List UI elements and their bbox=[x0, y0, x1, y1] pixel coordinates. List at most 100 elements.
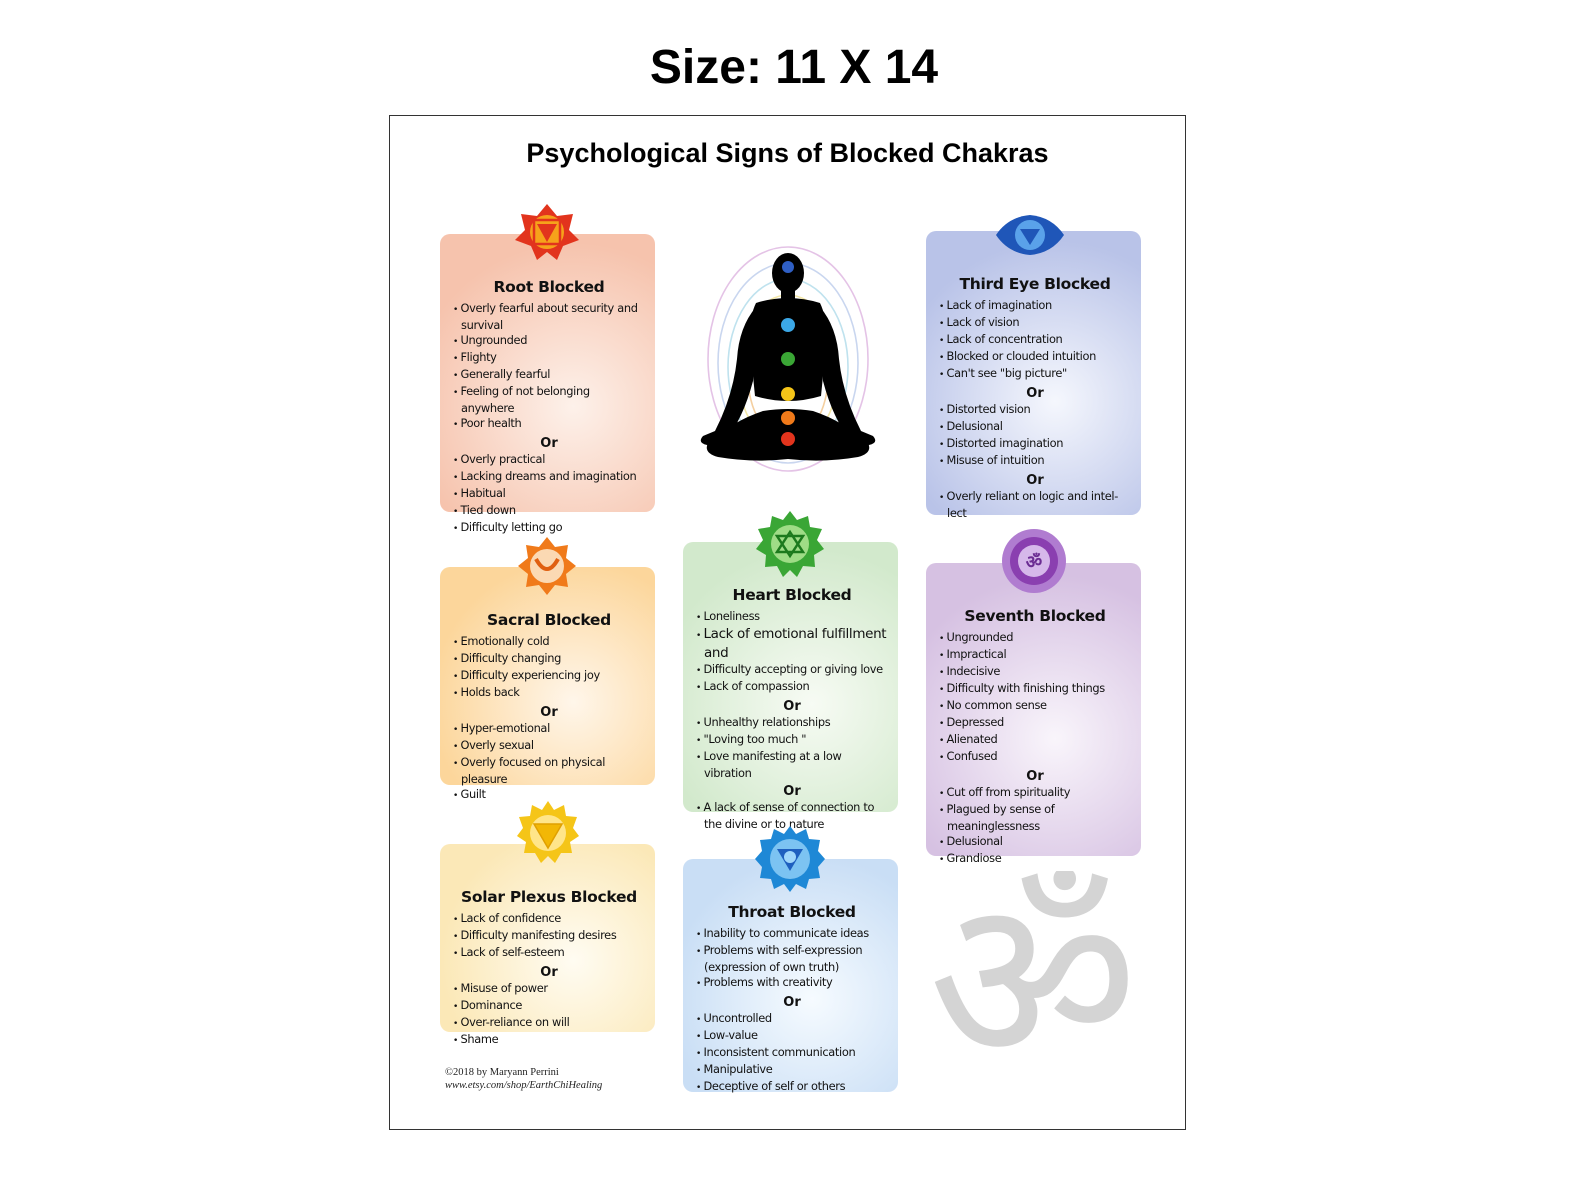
list-item: Inability to communicate ideas bbox=[696, 926, 888, 943]
list-item: Holds back bbox=[453, 685, 645, 702]
chakra-poster: Psychological Signs of Blocked Chakras bbox=[389, 115, 1186, 1130]
svg-text:ॐ: ॐ bbox=[1026, 552, 1042, 573]
list-item: Uncontrolled bbox=[696, 1011, 888, 1028]
throat-list-2: Uncontrolled Low-value Inconsistent comm… bbox=[696, 1011, 888, 1096]
list-item: Difficulty experiencing joy bbox=[453, 668, 645, 685]
list-item: Difficulty accepting or giving love bbox=[696, 662, 888, 679]
list-item: Feeling of not belonging anywhere bbox=[453, 384, 645, 416]
root-card-title: Root Blocked bbox=[493, 278, 605, 296]
meditating-figure-icon bbox=[700, 246, 876, 472]
list-item: Unhealthy relationships bbox=[696, 715, 888, 732]
seventh-card-title: Seventh Blocked bbox=[964, 607, 1106, 625]
third-list-1: Lack of imagination Lack of vision Lack … bbox=[939, 298, 1131, 383]
list-item: Indecisive bbox=[939, 664, 1131, 681]
list-item: Deceptive of self or others bbox=[696, 1079, 888, 1096]
seventh-chakra-card: ॐ Seventh Blocked Ungrounded Impractical… bbox=[926, 529, 1141, 865]
list-item: Misuse of power bbox=[453, 981, 645, 998]
list-item: Manipulative bbox=[696, 1062, 888, 1079]
list-item: Alienated bbox=[939, 732, 1131, 749]
root-list-1: Overly fearful about security and surviv… bbox=[453, 301, 645, 433]
svg-text:ॐ: ॐ bbox=[928, 871, 1138, 1071]
crown-chakra-icon: ॐ bbox=[1002, 529, 1066, 593]
list-item: Can't see "big picture" bbox=[939, 366, 1131, 383]
poster-title: Psychological Signs of Blocked Chakras bbox=[526, 138, 1049, 168]
list-item: Lack of imagination bbox=[939, 298, 1131, 315]
throat-card-title: Throat Blocked bbox=[728, 903, 856, 921]
throat-chakra-icon bbox=[755, 826, 825, 892]
or-divider: Or bbox=[783, 995, 801, 1010]
sacral-list-2: Hyper-emotional Overly sexual Overly foc… bbox=[453, 721, 645, 804]
size-heading: Size: 11 X 14 bbox=[649, 41, 939, 94]
list-item: Confused bbox=[939, 749, 1131, 766]
or-divider: Or bbox=[783, 784, 801, 799]
list-item: Problems with creativity bbox=[696, 975, 888, 992]
list-item: Difficulty changing bbox=[453, 651, 645, 668]
sacral-chakra-card: Sacral Blocked Emotionally cold Difficul… bbox=[440, 537, 655, 801]
list-item: Lacking dreams and imagination bbox=[453, 469, 645, 486]
list-item: Lack of concentration bbox=[939, 332, 1131, 349]
list-item: "Loving too much " bbox=[696, 732, 888, 749]
list-item: Difficulty with finishing things bbox=[939, 681, 1131, 698]
solar-plexus-chakra-icon bbox=[517, 801, 579, 863]
seventh-list-2: Cut off from spirituality Plagued by sen… bbox=[939, 785, 1131, 868]
list-item: Tied down bbox=[453, 503, 645, 520]
heart-list-2: Unhealthy relationships "Loving too much… bbox=[696, 715, 888, 781]
heart-list-1: Loneliness Lack of emotional fulfillment… bbox=[696, 609, 888, 696]
root-list-2: Overly practical Lacking dreams and imag… bbox=[453, 452, 645, 537]
heart-card-title: Heart Blocked bbox=[732, 586, 852, 604]
list-item: Generally fearful bbox=[453, 367, 645, 384]
list-item: A lack of sense of connection to the div… bbox=[696, 800, 888, 832]
list-item: Lack of vision bbox=[939, 315, 1131, 332]
list-item: Delusional bbox=[939, 419, 1131, 436]
list-item: Overly sexual bbox=[453, 738, 645, 755]
seventh-list-1: Ungrounded Impractical Indecisive Diffic… bbox=[939, 630, 1131, 766]
list-item: Low-value bbox=[696, 1028, 888, 1045]
om-symbol-icon: ॐ bbox=[928, 871, 1138, 1071]
heart-chakra-card: Heart Blocked Loneliness Lack of emotion… bbox=[683, 511, 898, 831]
list-item: Lack of compassion bbox=[696, 679, 888, 696]
list-item: Lack of self-esteem bbox=[453, 945, 645, 962]
list-item: Flighty bbox=[453, 350, 645, 367]
or-divider: Or bbox=[540, 705, 558, 720]
list-item: Overly reliant on logic and intel-lect bbox=[939, 489, 1131, 521]
copyright-text: ©2018 by Maryann Perrini bbox=[445, 1067, 559, 1078]
third-eye-chakra-icon bbox=[996, 215, 1064, 255]
list-item: Love manifesting at a low vibration bbox=[696, 749, 888, 781]
list-item: Distorted imagination bbox=[939, 436, 1131, 453]
list-item: Problems with self-expression (expressio… bbox=[696, 943, 888, 975]
throat-list-1: Inability to communicate ideas Problems … bbox=[696, 926, 888, 992]
root-chakra-card: Root Blocked Overly fearful about securi… bbox=[440, 204, 655, 534]
list-item: Overly focused on physical pleasure bbox=[453, 755, 645, 787]
or-divider: Or bbox=[540, 965, 558, 980]
list-item: Loneliness bbox=[696, 609, 888, 626]
list-item: Difficulty letting go bbox=[453, 520, 645, 537]
list-item: Grandiose bbox=[939, 851, 1131, 868]
solar-list-2: Misuse of power Dominance Over-reliance … bbox=[453, 981, 645, 1049]
sacral-list-1: Emotionally cold Difficulty changing Dif… bbox=[453, 634, 645, 702]
list-item: No common sense bbox=[939, 698, 1131, 715]
list-item: Poor health bbox=[453, 416, 645, 433]
or-divider: Or bbox=[1026, 473, 1044, 488]
list-item: Delusional bbox=[939, 834, 1131, 851]
list-item: Emotionally cold bbox=[453, 634, 645, 651]
list-item: Difficulty manifesting desires bbox=[453, 928, 645, 945]
third-eye-card-title: Third Eye Blocked bbox=[959, 275, 1111, 293]
list-item: Plagued by sense of meaninglessness bbox=[939, 802, 1131, 834]
list-item: Shame bbox=[453, 1032, 645, 1049]
solar-plexus-card-title: Solar Plexus Blocked bbox=[461, 888, 637, 906]
list-item: Ungrounded bbox=[939, 630, 1131, 647]
list-item: Lack of confidence bbox=[453, 911, 645, 928]
third-list-2: Distorted vision Delusional Distorted im… bbox=[939, 402, 1131, 470]
credit-block: ©2018 by Maryann Perrini www.etsy.com/sh… bbox=[445, 1066, 602, 1092]
list-item: Overly fearful about security and surviv… bbox=[453, 301, 645, 333]
list-item: Overly practical bbox=[453, 452, 645, 469]
list-item: Over-reliance on will bbox=[453, 1015, 645, 1032]
shop-url-text: www.etsy.com/shop/EarthChiHealing bbox=[445, 1080, 603, 1091]
or-divider: Or bbox=[540, 436, 558, 451]
root-chakra-icon bbox=[515, 204, 579, 260]
list-item: Cut off from spirituality bbox=[939, 785, 1131, 802]
list-item: Hyper-emotional bbox=[453, 721, 645, 738]
list-item: Impractical bbox=[939, 647, 1131, 664]
third-list-3: Overly reliant on logic and intel-lect bbox=[939, 489, 1131, 521]
list-item: Inconsistent communication bbox=[696, 1045, 888, 1062]
